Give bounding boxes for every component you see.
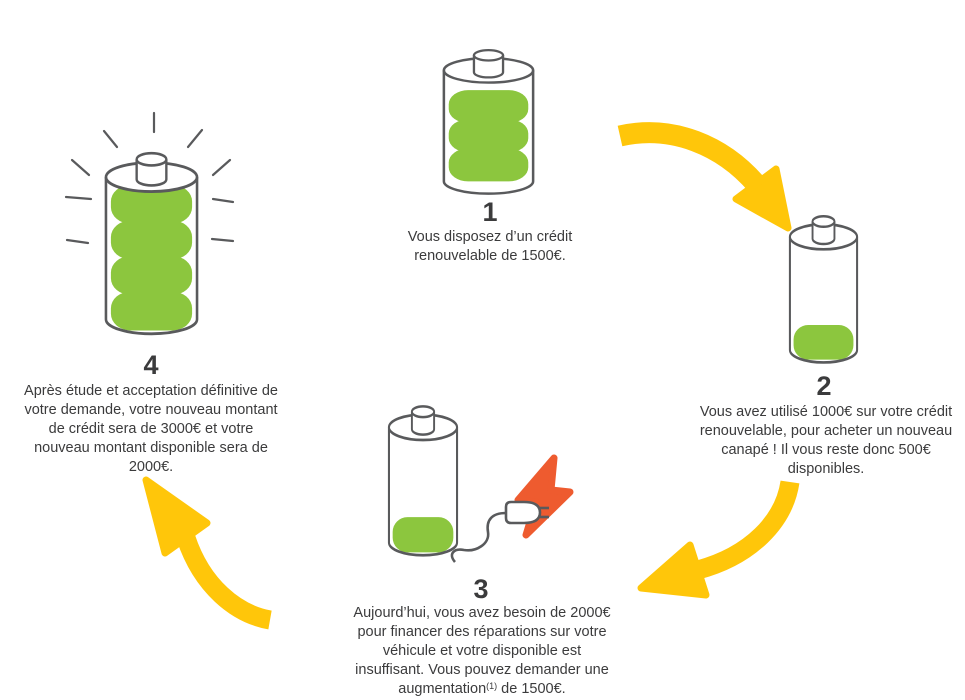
step-3-line: véhicule et votre disponible est <box>382 643 582 659</box>
curved-arrow-icon <box>142 476 273 630</box>
step-4-line: votre demande, votre nouveau montant <box>24 402 278 418</box>
charging-group <box>450 454 574 563</box>
curved-arrow-icon <box>637 480 800 599</box>
lightning-bolt-icon <box>514 454 574 539</box>
step-text-2: Vous avez utilisé 1000€ sur votre crédit… <box>684 403 965 479</box>
step-2-line: Vous avez utilisé 1000€ sur votre crédit <box>699 404 953 420</box>
step-text-4: Après étude et acceptation définitive de… <box>17 382 285 477</box>
step-number-1: 1 <box>482 197 498 227</box>
battery-icon <box>788 214 859 364</box>
step-4-line: nouveau montant disponible sera de <box>34 440 268 456</box>
step-1-line: Vous disposez d’un crédit <box>407 229 573 245</box>
curved-arrow-icon <box>617 122 792 232</box>
step-3-line: Aujourd’hui, vous avez besoin de 2000€ <box>353 605 611 621</box>
power-cord-icon <box>450 511 507 563</box>
battery-icon <box>387 405 459 557</box>
step-4-line: Après étude et acceptation définitive de <box>24 383 278 399</box>
plug-icon <box>504 500 549 525</box>
sparkle-rays-icon <box>64 111 235 245</box>
step-2-line: disponibles. <box>787 461 865 477</box>
step-3-line: insuffisant. Vous pouvez demander une <box>355 662 609 678</box>
step-3-line: augmentation(1) de 1500€. <box>398 681 566 697</box>
step-text-3: Aujourd’hui, vous avez besoin de 2000€ p… <box>336 604 628 699</box>
step-4-line: de crédit sera de 3000€ et votre <box>48 421 254 437</box>
step-number-3: 3 <box>473 574 489 604</box>
step-number-2: 2 <box>816 371 832 401</box>
step-2-line: canapé ! Il vous reste donc 500€ <box>721 442 931 458</box>
step-number-4: 4 <box>143 350 159 380</box>
footnote-marker: (1) <box>486 681 498 691</box>
step-text-1: Vous disposez d’un crédit renouvelable d… <box>380 228 600 266</box>
step-4-line: 2000€. <box>128 459 174 475</box>
battery-icon <box>442 48 535 195</box>
step-3-line: pour financer des réparations sur votre <box>357 624 607 640</box>
battery-icon <box>104 151 199 336</box>
step-1-line: renouvelable de 1500€. <box>414 248 566 264</box>
step-2-line: renouvelable, pour acheter un nouveau <box>699 423 953 439</box>
